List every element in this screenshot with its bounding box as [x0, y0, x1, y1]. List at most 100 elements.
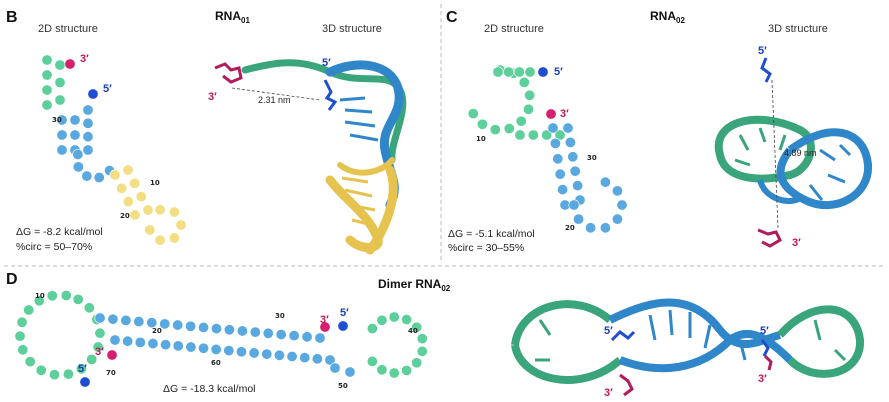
panel-c-2d-end5: 5′: [554, 66, 563, 78]
panel-b-num-10: 10: [150, 179, 160, 187]
nucleotide: [288, 330, 300, 342]
nucleotide: [273, 349, 285, 361]
panel-b-2d-end3: 3′: [80, 53, 89, 65]
panel-b-num-20: 20: [120, 212, 130, 220]
nucleotide: [172, 319, 184, 331]
nucleotide: [72, 293, 84, 305]
nucleotide: [416, 333, 428, 345]
nucleotide: [109, 169, 121, 181]
nucleotide: [172, 340, 184, 352]
nucleotide-3prime: [319, 321, 331, 333]
nucleotide: [82, 131, 94, 143]
nucleotide: [599, 222, 611, 234]
panel-c-3d-end5: 5′: [758, 45, 767, 57]
nucleotide: [33, 295, 45, 307]
nucleotide: [86, 353, 98, 365]
panel-d-3d-end5-right: 5′: [760, 325, 769, 337]
panel-b-title-sub: 01: [241, 16, 250, 25]
panel-c-title: RNA02: [650, 9, 685, 25]
nucleotide: [223, 324, 235, 336]
nucleotide: [94, 327, 106, 339]
nucleotide: [83, 302, 95, 314]
nucleotide: [376, 364, 388, 376]
nucleotide: [311, 353, 323, 365]
nucleotide: [411, 321, 423, 333]
panel-c-3d-end3: 3′: [792, 237, 801, 249]
nucleotide: [599, 176, 611, 188]
panel-d-2d-structure: [14, 289, 428, 388]
panel-d-3d-end3-right: 3′: [758, 373, 767, 385]
nucleotide: [69, 114, 81, 126]
nucleotide: [122, 196, 134, 208]
nucleotide: [261, 348, 273, 360]
nucleotide: [476, 118, 488, 130]
panel-d-title-main: Dimer RNA: [378, 277, 442, 291]
nucleotide: [248, 347, 260, 359]
panel-d-3d-end3-left: 3′: [604, 387, 613, 399]
nucleotide: [185, 341, 197, 353]
nucleotide: [567, 151, 579, 163]
panel-d-delta-g: ΔG = -18.3 kcal/mol: [163, 383, 256, 395]
nucleotide: [62, 368, 74, 380]
nucleotide: [616, 199, 628, 211]
panel-d-2d-end5-left: 5′: [78, 363, 87, 375]
panel-b-title: RNA01: [215, 9, 250, 25]
nucleotide: [223, 345, 235, 357]
nucleotide: [16, 316, 28, 328]
nucleotide: [23, 304, 35, 316]
nucleotide: [518, 76, 530, 88]
panel-c-3d-label: 3D structure: [768, 23, 828, 35]
nucleotide-5prime: [537, 66, 549, 78]
nucleotide: [554, 168, 566, 180]
nucleotide: [56, 129, 68, 141]
panel-c-2d-structure: [467, 64, 628, 234]
nucleotide: [585, 222, 597, 234]
nucleotide: [46, 290, 58, 302]
panel-d-3d-structure: 5′ 3′ 5′ 3′: [511, 298, 864, 399]
panel-c-3d-structure: 5′ 3′ 4.89 nm: [714, 45, 873, 249]
panel-c-title-main: RNA: [650, 9, 676, 23]
nucleotide: [564, 136, 576, 148]
panel-d-title-sub: 02: [441, 284, 450, 293]
nucleotide: [198, 342, 210, 354]
nucleotide: [92, 341, 104, 353]
nucleotide: [286, 350, 298, 362]
panel-c-distance: 4.89 nm: [784, 148, 817, 158]
nucleotide-3prime: [545, 108, 557, 120]
nucleotide: [376, 314, 388, 326]
nucleotide: [120, 314, 132, 326]
nucleotide: [129, 209, 141, 221]
panel-d-num-50: 50: [338, 382, 348, 390]
nucleotide: [159, 318, 171, 330]
nucleotide: [249, 326, 261, 338]
nucleotide: [552, 153, 564, 165]
nucleotide: [275, 328, 287, 340]
panel-c-2d-label: 2D structure: [484, 23, 544, 35]
nucleotide: [503, 123, 515, 135]
nucleotide: [527, 129, 539, 141]
panel-d-num-40: 40: [408, 327, 418, 335]
nucleotide: [523, 103, 535, 115]
nucleotide-5prime: [87, 88, 99, 100]
nucleotide: [210, 323, 222, 335]
nucleotide: [557, 184, 569, 196]
nucleotide: [611, 185, 623, 197]
nucleotide: [54, 59, 66, 71]
nucleotide: [72, 148, 84, 160]
nucleotide: [572, 180, 584, 192]
nucleotide: [411, 357, 423, 369]
nucleotide: [82, 144, 94, 156]
nucleotide: [82, 117, 94, 129]
nucleotide: [611, 213, 623, 225]
nucleotide: [41, 69, 53, 81]
nucleotide: [144, 224, 156, 236]
nucleotide: [324, 354, 336, 366]
nucleotide: [388, 311, 400, 323]
nucleotide: [366, 323, 378, 335]
panel-b-3d-label: 3D structure: [322, 23, 382, 35]
nucleotide: [41, 99, 53, 111]
panel-b-3d-end3: 3′: [208, 91, 217, 103]
panel-d-2d-end3-right: 3′: [320, 314, 329, 326]
panel-b-3d-structure: 5′ 3′ 2.31 nm: [208, 57, 407, 255]
